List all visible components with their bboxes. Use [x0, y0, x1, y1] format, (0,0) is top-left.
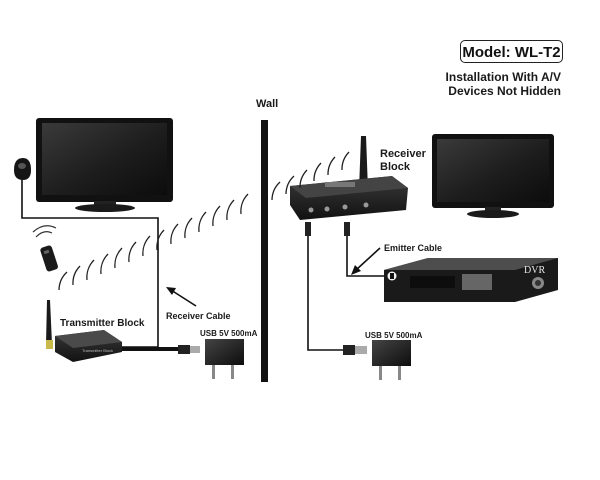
receiver-block-label: Receiver Block — [380, 148, 426, 173]
receiver-block-icon — [290, 136, 408, 351]
svg-text:Transmitter Block: Transmitter Block — [82, 348, 113, 353]
usb-right-label: USB 5V 500mA — [365, 331, 423, 340]
tv-right-icon — [432, 134, 554, 218]
transmitter-block-label: Transmitter Block — [60, 318, 145, 329]
dvr-device-icon — [384, 258, 558, 302]
tv-left-icon — [36, 118, 173, 212]
model-label: Model: WL-T2 — [462, 44, 561, 61]
transmitter-block-icon: Transmitter Block — [46, 300, 200, 362]
receiver-block-label-line-1: Receiver — [380, 148, 426, 160]
installation-title-line-1: Installation With A/V — [445, 70, 561, 84]
installation-title: Installation With A/V Devices Not Hidden — [445, 70, 561, 99]
wall-label: Wall — [256, 98, 279, 110]
usb-adapter-right-icon — [343, 340, 411, 380]
remote-control-icon — [32, 225, 58, 272]
model-badge: Model: WL-T2 — [460, 40, 563, 63]
usb-left-label: USB 5V 500mA — [200, 329, 258, 338]
wall-divider — [261, 120, 268, 382]
wireless-signal-waves — [58, 151, 350, 291]
installation-title-line-2: Devices Not Hidden — [448, 83, 561, 98]
dvr-label: DVR — [524, 265, 546, 276]
emitter-cable-label: Emitter Cable — [384, 243, 443, 253]
emitter-cable-arrow — [351, 247, 381, 275]
receiver-block-label-line-2: Block — [380, 160, 410, 173]
receiver-cable-arrow — [166, 287, 197, 307]
receiver-cable-label: Receiver Cable — [166, 311, 231, 321]
usb-adapter-left-icon — [205, 339, 244, 379]
